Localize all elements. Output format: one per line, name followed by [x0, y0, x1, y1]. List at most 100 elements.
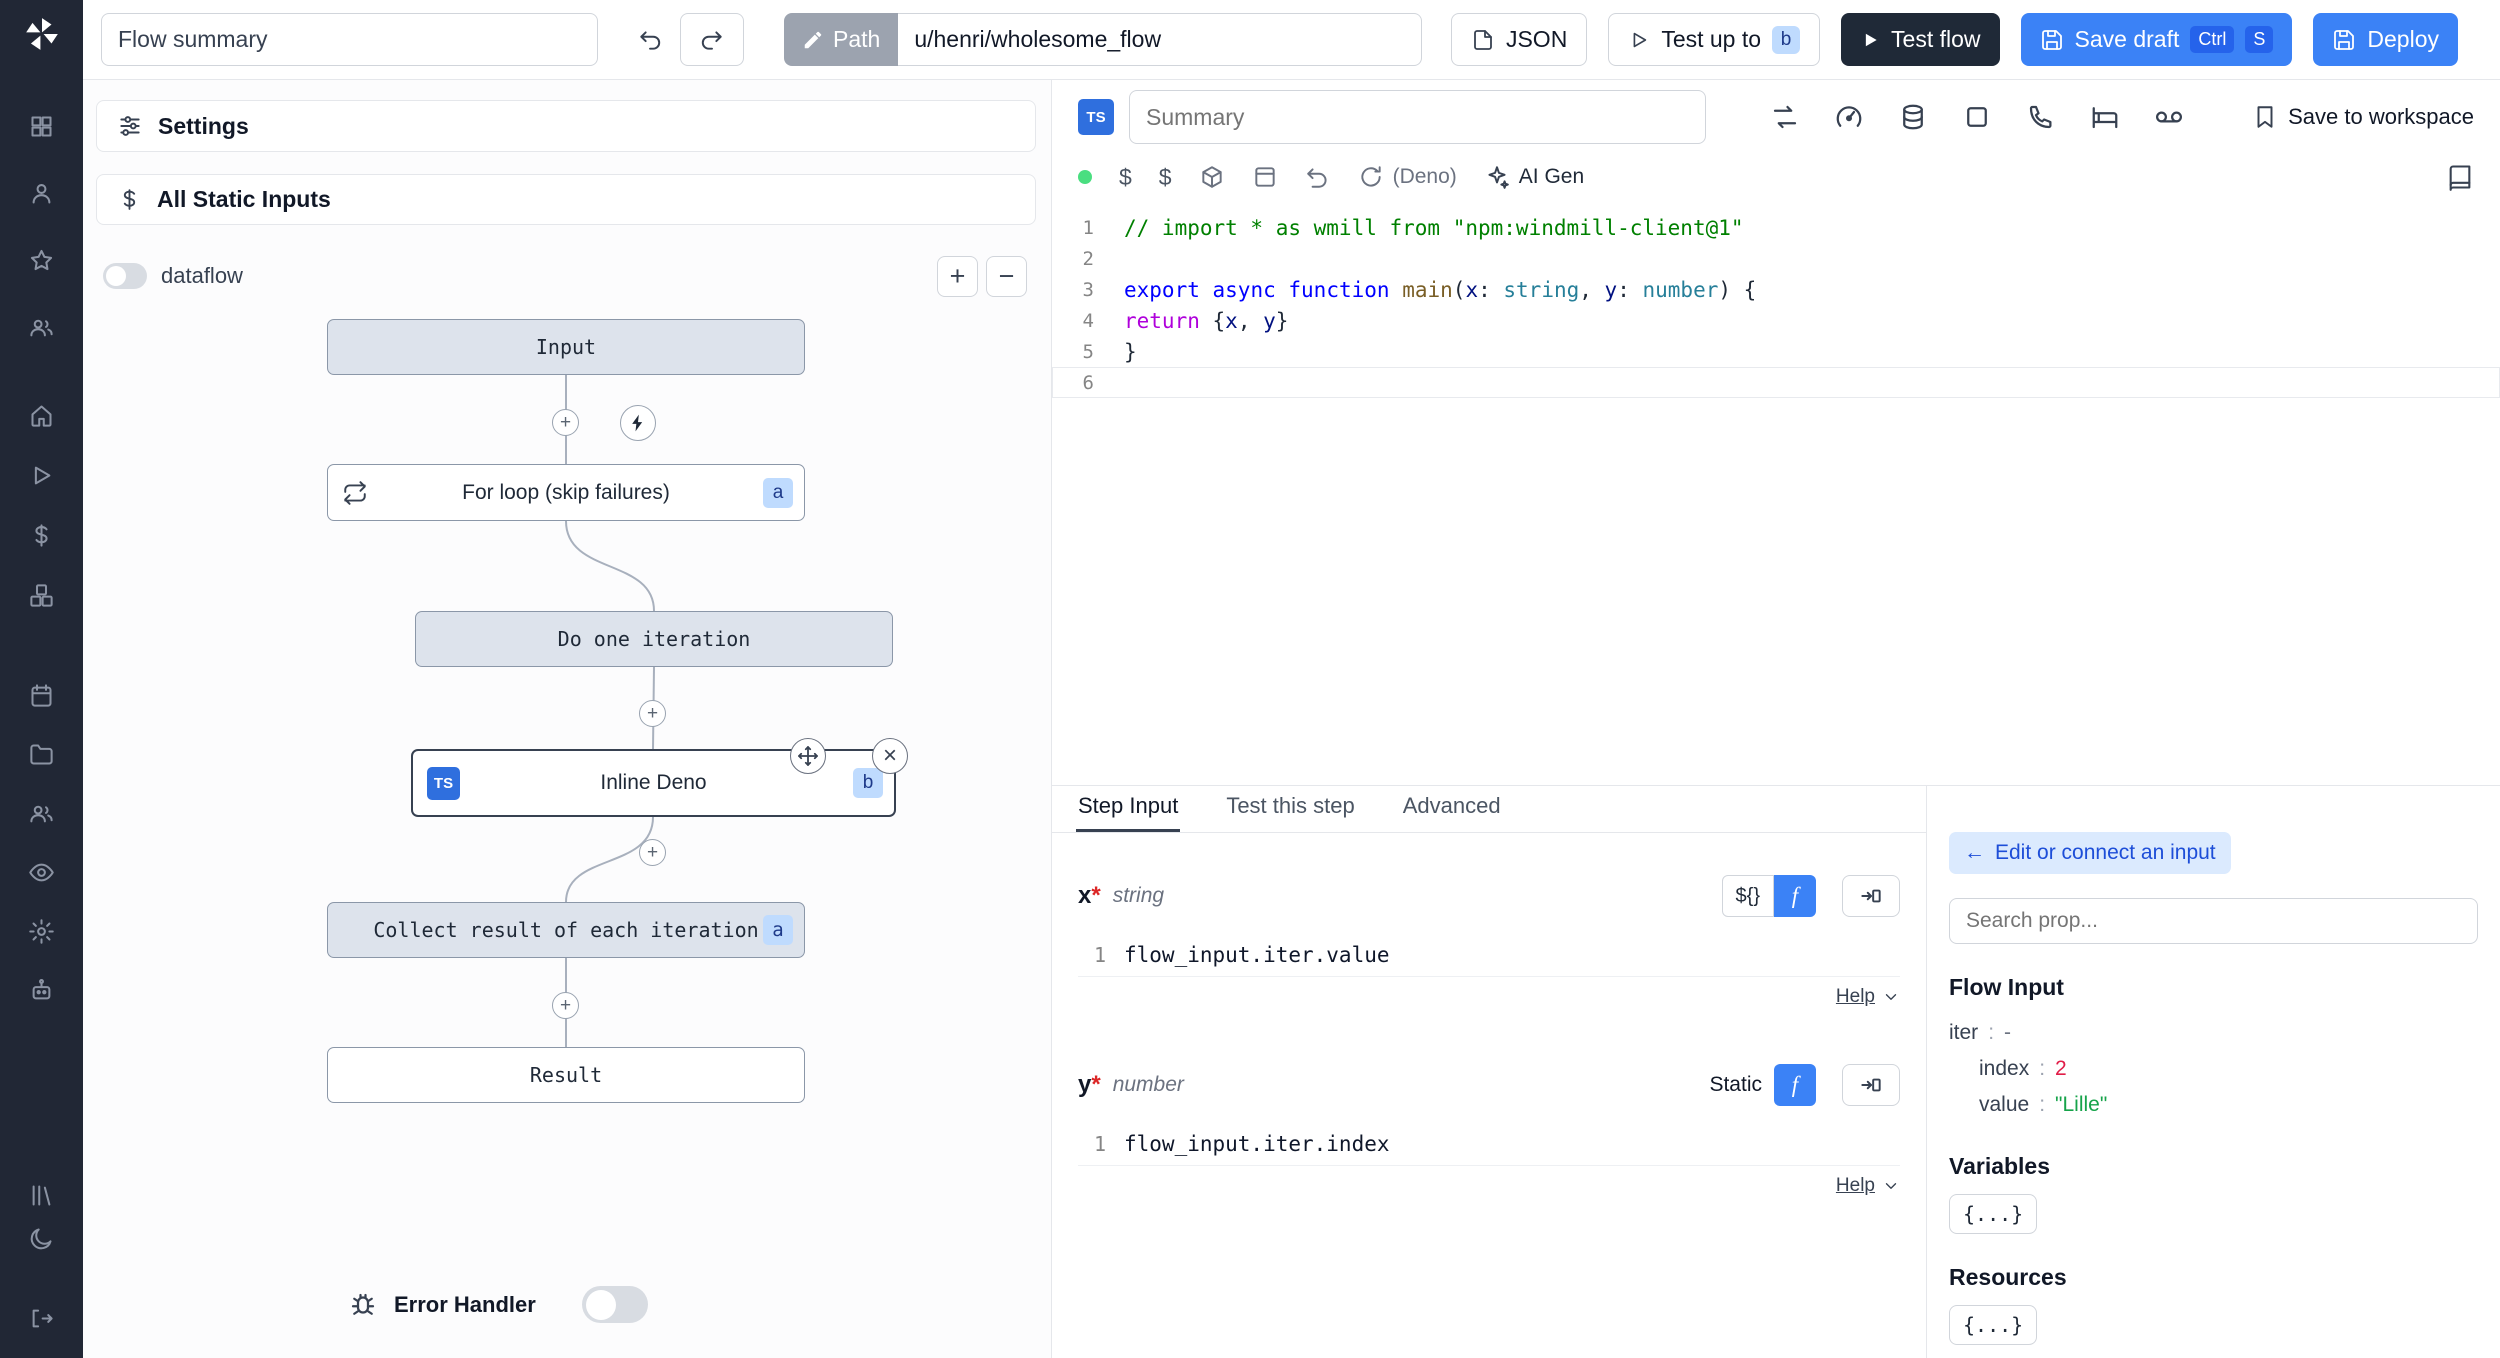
sidebar-user-button[interactable] — [20, 173, 64, 213]
sidebar-docs-button[interactable] — [20, 1175, 64, 1215]
node-collect[interactable]: Collect result of each iteration a — [327, 902, 805, 958]
code-text: // import * as wmill from "npm:windmill-… — [1124, 215, 1744, 240]
json-button[interactable]: JSON — [1450, 13, 1588, 66]
edit-path-button[interactable]: Path — [784, 13, 899, 66]
edit-connect-label: Edit or connect an input — [1995, 841, 2216, 864]
dataflow-toggle[interactable] — [103, 263, 147, 289]
chevron-down-icon[interactable] — [1882, 988, 1900, 1006]
insert-step-icon[interactable]: + — [552, 992, 579, 1019]
path-input[interactable] — [898, 13, 1423, 66]
node-result[interactable]: Result — [327, 1047, 805, 1103]
chevron-down-icon[interactable] — [1882, 1177, 1900, 1195]
flow-static-inputs-row[interactable]: All Static Inputs — [96, 174, 1036, 225]
variables-expand-button[interactable]: {...} — [1949, 1194, 2038, 1234]
sidebar-settings-button[interactable] — [20, 911, 64, 951]
zoom-in-icon[interactable]: + — [937, 256, 978, 297]
step-summary-input[interactable] — [1129, 90, 1706, 144]
node-forloop[interactable]: For loop (skip failures) a — [327, 464, 805, 521]
help-link[interactable]: Help — [1835, 986, 1875, 1007]
voicemail-icon[interactable] — [2154, 102, 2184, 132]
insert-step-icon[interactable]: + — [552, 409, 579, 436]
sidebar-apps-button[interactable] — [20, 106, 64, 146]
inline-script-editor: TS Save to workspace $ $ (Deno) — [1052, 80, 2500, 786]
code-line[interactable]: 4 return {x, y} — [1052, 305, 2500, 336]
ai-gen-button[interactable]: AI Gen — [1484, 164, 1584, 190]
windmill-logo[interactable] — [20, 14, 64, 54]
window-icon[interactable] — [1252, 164, 1278, 190]
sidebar-runs-button[interactable] — [20, 455, 64, 495]
expr-mode-toggle[interactable]: ${} — [1721, 875, 1774, 917]
typescript-badge: TS — [1078, 99, 1114, 135]
reset-undo-icon[interactable] — [1305, 164, 1331, 190]
tab-test-this-step[interactable]: Test this step — [1226, 793, 1355, 818]
prop-key: index — [1979, 1057, 2030, 1080]
move-node-button[interactable] — [790, 738, 826, 774]
deploy-button[interactable]: Deploy — [2313, 13, 2458, 66]
field-y-expression-editor[interactable]: 1 flow_input.iter.index — [1078, 1122, 1900, 1166]
package-icon[interactable] — [1199, 164, 1225, 190]
database-icon[interactable] — [1898, 102, 1928, 132]
connect-input-button[interactable] — [1842, 1064, 1900, 1106]
fx-connect-toggle[interactable]: f — [1774, 1064, 1816, 1106]
sliders-icon — [120, 116, 140, 136]
node-inline-deno[interactable]: TS Inline Deno b — [411, 749, 896, 817]
delete-node-button[interactable]: × — [872, 738, 908, 774]
sidebar-variables-button[interactable] — [20, 515, 64, 555]
code-line[interactable]: 6 — [1052, 367, 2500, 398]
sidebar-workers-button[interactable] — [20, 793, 64, 833]
swap-icon[interactable] — [1770, 102, 1800, 132]
connect-input-button[interactable] — [1842, 875, 1900, 917]
dataflow-toggle-row: dataflow — [103, 263, 243, 289]
variable-picker-icon[interactable]: $ — [1119, 163, 1132, 190]
resource-picker-icon[interactable]: $ — [1158, 163, 1172, 190]
undo-button[interactable] — [628, 18, 672, 62]
node-iteration[interactable]: Do one iteration — [415, 611, 893, 667]
code-line[interactable]: 1// import * as wmill from "npm:windmill… — [1052, 212, 2500, 243]
field-x-expression-editor[interactable]: 1 flow_input.iter.value — [1078, 933, 1900, 977]
insert-step-icon[interactable]: + — [639, 839, 666, 866]
prop-tree-row[interactable]: iter : - — [1949, 1015, 2478, 1051]
sidebar-schedules-button[interactable] — [20, 675, 64, 715]
tab-step-input[interactable]: Step Input — [1076, 783, 1181, 832]
phone-icon[interactable] — [2026, 102, 2056, 132]
code-editor[interactable]: 1// import * as wmill from "npm:windmill… — [1052, 200, 2500, 398]
sleep-bed-icon[interactable] — [2090, 102, 2120, 132]
reload-runtime-group[interactable]: (Deno) — [1358, 164, 1457, 190]
insert-step-icon[interactable]: + — [639, 700, 666, 727]
flow-settings-row[interactable]: Settings — [96, 100, 1036, 152]
trigger-bolt-button[interactable] — [620, 405, 656, 441]
error-handler-toggle[interactable] — [581, 1286, 648, 1323]
sidebar-groups-button[interactable] — [20, 307, 64, 347]
zoom-out-icon[interactable]: − — [986, 256, 1027, 297]
edit-connect-chip[interactable]: ← Edit or connect an input — [1949, 832, 2231, 874]
redo-button[interactable] — [680, 13, 744, 66]
stop-square-icon[interactable] — [1962, 102, 1992, 132]
sidebar-ai-button[interactable] — [20, 970, 64, 1010]
sidebar-audit-button[interactable] — [20, 852, 64, 892]
prop-tree-row[interactable]: index : 2 — [1949, 1051, 2478, 1087]
sidebar-collapse-button[interactable] — [20, 1298, 64, 1338]
test-up-to-button[interactable]: Test up to b — [1608, 13, 1821, 66]
fx-connect-toggle[interactable]: f — [1774, 875, 1816, 917]
save-to-workspace-button[interactable]: Save to workspace — [2252, 104, 2474, 130]
sidebar-theme-button[interactable] — [20, 1218, 64, 1258]
save-draft-button[interactable]: Save draft Ctrl S — [2020, 13, 2293, 66]
test-flow-button[interactable]: Test flow — [1841, 13, 2000, 66]
resources-expand-button[interactable]: {...} — [1949, 1305, 2038, 1345]
static-mode-label[interactable]: Static — [1709, 1073, 1762, 1096]
sidebar-favorites-button[interactable] — [20, 240, 64, 280]
code-line[interactable]: 2 — [1052, 243, 2500, 274]
help-link[interactable]: Help — [1835, 1175, 1875, 1196]
sidebar-home-button[interactable] — [20, 395, 64, 435]
gauge-icon[interactable] — [1834, 102, 1864, 132]
tab-advanced[interactable]: Advanced — [1402, 793, 1501, 818]
sidebar-resources-button[interactable] — [20, 575, 64, 615]
code-line[interactable]: 5} — [1052, 336, 2500, 367]
prop-search-input[interactable] — [1949, 898, 2478, 944]
prop-tree-row[interactable]: value : "Lille" — [1949, 1087, 2478, 1123]
flow-summary-input[interactable] — [101, 13, 598, 66]
sidebar-folders-button[interactable] — [20, 734, 64, 774]
node-input[interactable]: Input — [327, 319, 805, 375]
book-icon[interactable] — [2446, 163, 2474, 191]
